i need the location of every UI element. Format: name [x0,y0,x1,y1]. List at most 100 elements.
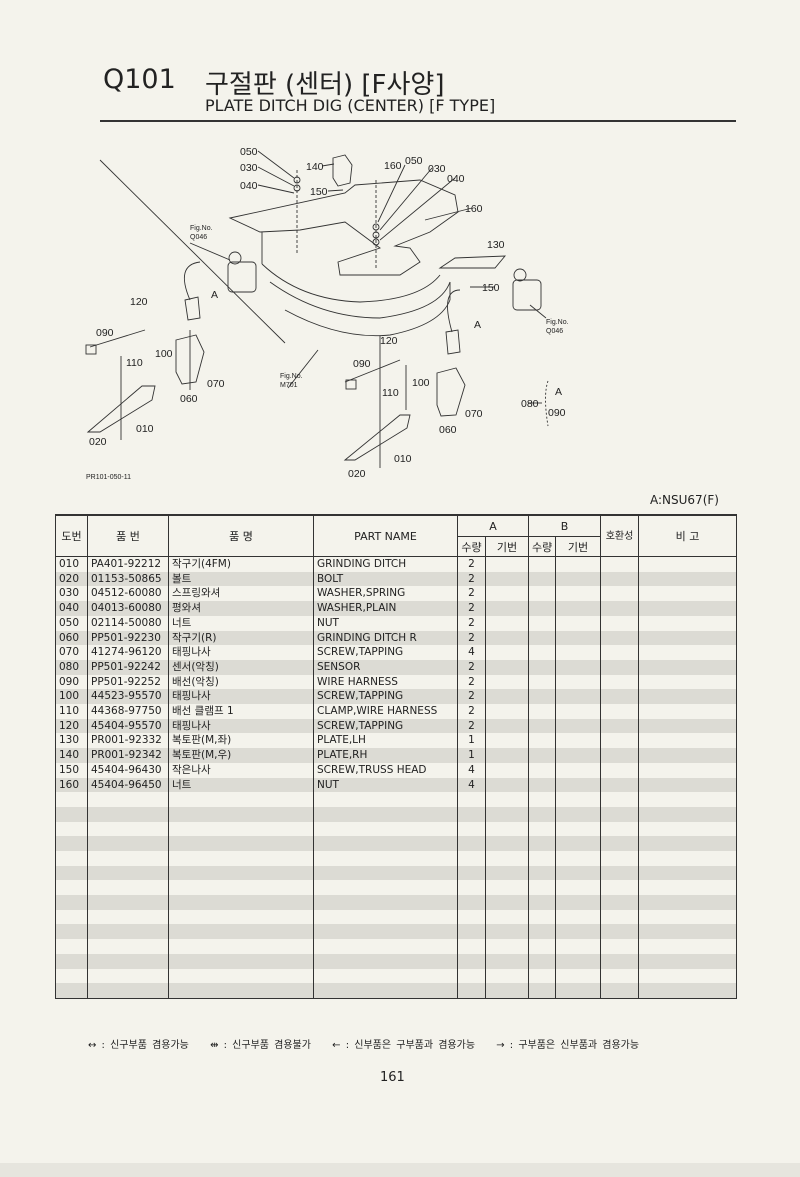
cell-qty-a [457,821,486,837]
cell-part-no: PR001-92342 [87,748,169,763]
cell-qty-a [457,909,486,925]
cell-qty-b [528,983,556,999]
cell-qty-a: 2 [457,689,486,705]
cell-serial-a [485,733,529,749]
cell-part-name: SCREW,TAPPING [313,718,458,734]
drawing-id: PR101-050-11 [86,474,131,481]
cell-qty-b [528,953,556,969]
cell-part-no: 41274-96120 [87,645,169,660]
cell-compat [600,571,640,587]
header-compat: 호환성 [600,514,640,557]
cell-ref: 110 [55,704,88,719]
cell-serial-b [554,909,602,925]
cell-serial-b [554,895,602,910]
cell-name-ko: 볼트 [168,571,314,587]
cell-compat [600,777,640,793]
cell-ref [55,792,88,807]
cell-serial-a [485,615,529,631]
blank-row [55,851,738,866]
blank-row [55,792,738,807]
cell-qty-b [528,939,556,954]
cell-qty-a [457,939,486,954]
callout-020: 020 [348,468,366,480]
cell-serial-a [485,762,529,778]
cell-serial-a [485,630,529,646]
cell-remarks [638,762,738,778]
cell-part-name: SCREW,TRUSS HEAD [313,762,458,778]
cell-serial-b [554,924,602,940]
cell-remarks [638,806,738,822]
cell-compat [600,718,640,734]
cell-serial-a [485,895,529,910]
cell-name-ko [168,939,314,954]
cell-part-name [313,939,458,954]
legend-item: ↔ : 신구부품 겸용가능 [88,1040,189,1051]
cell-ref [55,880,88,896]
cell-remarks [638,953,738,969]
blank-row [55,939,738,954]
cell-serial-b [554,851,602,866]
cell-qty-a [457,865,486,881]
cell-ref: 080 [55,659,88,675]
cell-compat [600,704,640,719]
fig-ref-label: Fig.No. [546,319,569,326]
cell-ref: 010 [55,556,88,572]
cell-part-name [313,792,458,807]
cell-compat [600,865,640,881]
cell-qty-a: 2 [457,601,486,616]
blank-row [55,821,738,837]
cell-part-no [87,821,169,837]
cell-qty-a: 2 [457,615,486,631]
cell-qty-b [528,821,556,837]
cell-part-no [87,909,169,925]
cell-remarks [638,983,738,999]
callout-140: 140 [306,161,324,173]
cell-ref [55,983,88,999]
cell-ref: 070 [55,645,88,660]
cell-serial-b [554,556,602,572]
cell-ref: 090 [55,674,88,690]
cell-part-no: 04013-60080 [87,601,169,616]
page-title-english: PLATE DITCH DIG (CENTER) [F TYPE] [205,96,496,115]
header-qty-a: 수량 [457,536,486,557]
cell-part-no [87,895,169,910]
callout-050: 050 [405,155,423,167]
cell-part-name: NUT [313,777,458,793]
cell-serial-b [554,601,602,616]
cell-name-ko: 너트 [168,777,314,793]
cell-part-name [313,865,458,881]
callout-120: 120 [380,335,398,347]
blank-row [55,953,738,969]
callout-150: 150 [310,186,328,198]
cell-remarks [638,659,738,675]
diagram-linework [85,150,549,468]
callout-020: 020 [89,436,107,448]
cell-part-no: 45404-95570 [87,718,169,734]
cell-qty-b [528,865,556,881]
cell-compat [600,895,640,910]
cell-remarks [638,601,738,616]
cell-ref: 020 [55,571,88,587]
cell-part-no: PP501-92252 [87,674,169,690]
cell-serial-a [485,939,529,954]
cell-part-name: SCREW,TAPPING [313,689,458,705]
cell-remarks [638,556,738,572]
page-number: 161 [380,1070,405,1085]
cell-qty-b [528,586,556,602]
cell-ref [55,895,88,910]
cell-compat [600,630,640,646]
cell-serial-a [485,880,529,896]
cell-compat [600,924,640,940]
cell-serial-a [485,659,529,675]
cell-serial-b [554,968,602,984]
cell-qty-b [528,762,556,778]
cell-serial-a [485,909,529,925]
header-ref: 도번 [55,514,88,557]
cell-remarks [638,821,738,837]
cell-compat [600,821,640,837]
blank-row [55,909,738,925]
callout-150: 150 [482,282,500,294]
